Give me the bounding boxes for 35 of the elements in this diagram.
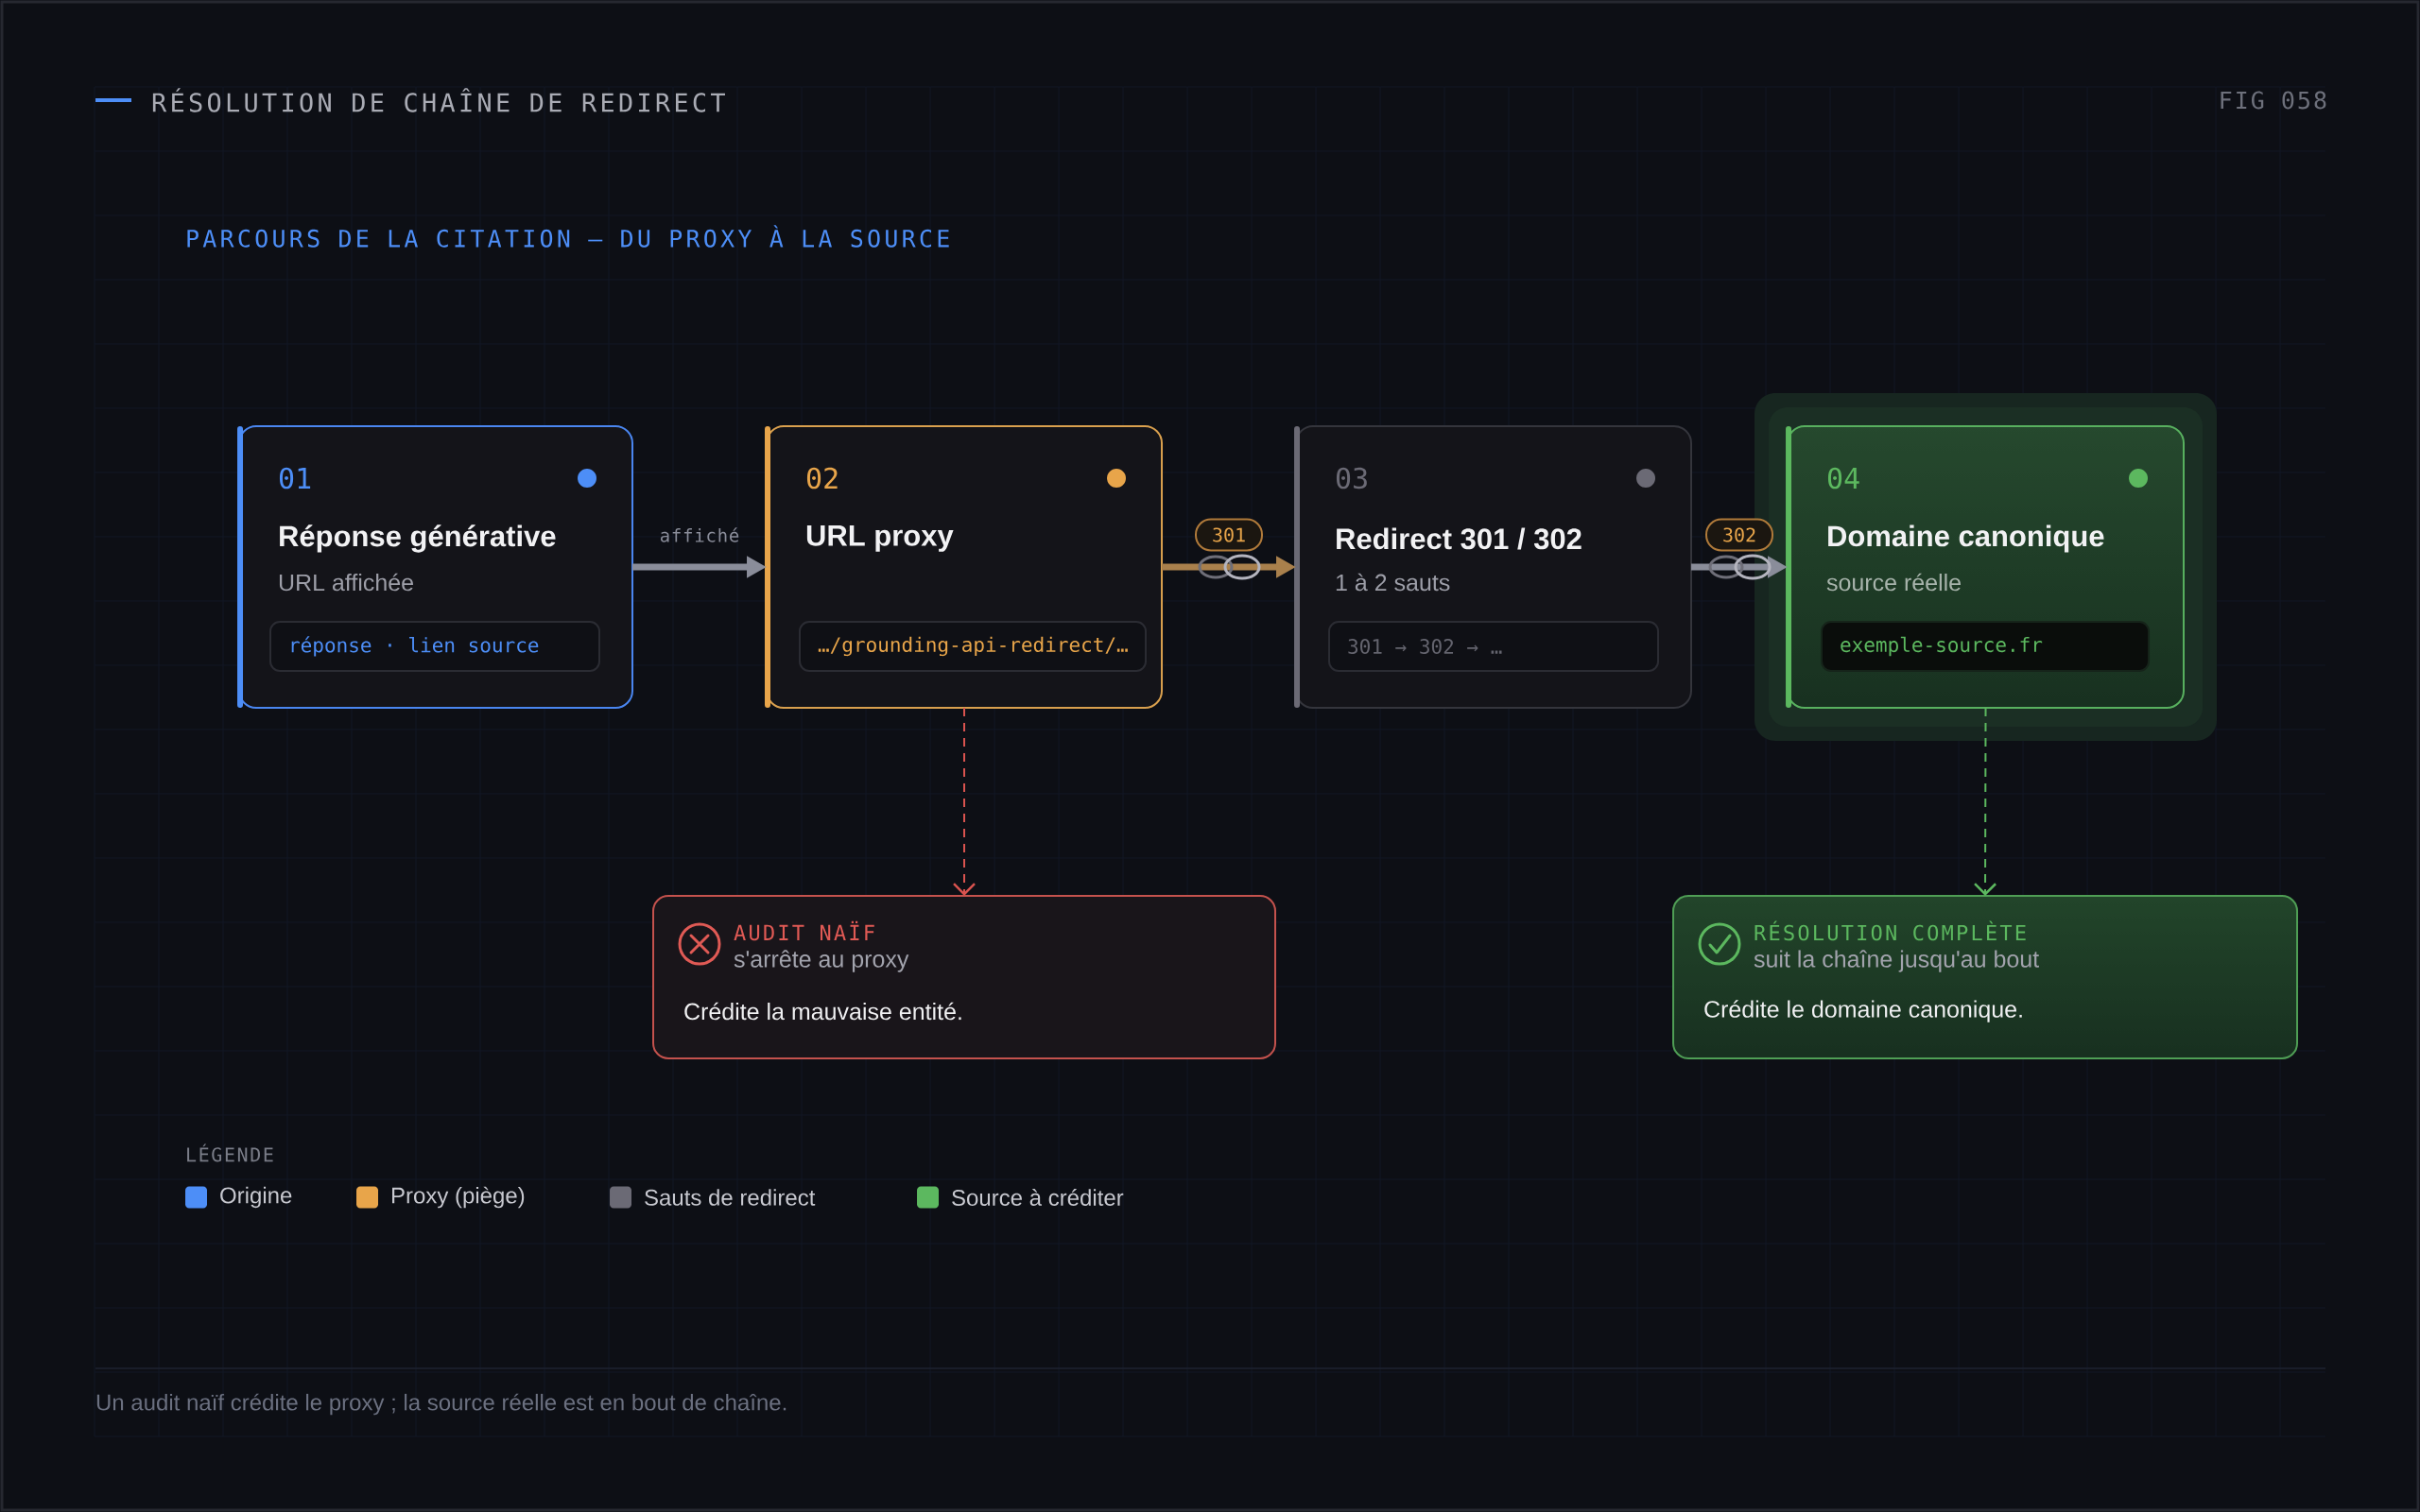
step-subtitle: URL affichée: [279, 573, 413, 592]
step-title: Réponse générative: [280, 524, 556, 553]
step-subtitle: source réelle: [1826, 573, 1961, 592]
legend-label: Source à créditer: [952, 1189, 1124, 1206]
title: RÉSOLUTION DE CHAÎNE DE REDIRECT: [152, 88, 725, 112]
callout-text: Crédite la mauvaise entité.: [684, 1002, 961, 1021]
step-subtitle: 1 à 2 sauts: [1336, 573, 1450, 592]
code-box: réponse · lien source: [269, 621, 600, 672]
edge-label: 301: [1195, 518, 1263, 552]
code-box: exemple-source.fr: [1821, 621, 2150, 672]
legend-label: Proxy (piège): [392, 1186, 525, 1209]
step-title: Domaine canonique: [1828, 524, 2104, 553]
step-title: Redirect 301 / 302: [1337, 527, 1582, 550]
edge-label: affiché: [660, 527, 739, 542]
step-title: URL proxy: [806, 525, 954, 552]
callout-text: Crédite le domaine canonique.: [1704, 1000, 2022, 1022]
callout-heading: RÉSOLUTION COMPLÈTE: [1754, 920, 2026, 941]
callout-heading: AUDIT NAÏF: [734, 920, 874, 941]
step-number: 01: [279, 467, 311, 490]
step-number: 04: [1827, 467, 1859, 490]
arrow: [1974, 707, 1996, 896]
code-box: …/grounding-api-redirect/…: [799, 621, 1147, 672]
legend-label: Origine: [220, 1186, 292, 1209]
step-number: 02: [806, 467, 838, 490]
code-box: 301 → 302 → …: [1328, 621, 1660, 672]
legend-label: Sauts de redirect: [645, 1189, 816, 1206]
arrow: [953, 707, 976, 896]
edge-label: 302: [1705, 518, 1773, 552]
callout-subtitle: suit la chaîne jusqu'au bout: [1754, 950, 2039, 972]
callout-subtitle: s'arrête au proxy: [734, 950, 909, 972]
caption: Un audit naïf crédite le proxy ; la source réelle est en bout de chaîne.: [96, 1393, 786, 1416]
legend-heading: LÉGENDE: [187, 1143, 273, 1162]
figure-number: FIG 058: [2221, 91, 2326, 110]
section-heading: PARCOURS DE LA CITATION — DU PROXY À LA SOURCE: [187, 225, 949, 248]
step-number: 03: [1336, 467, 1367, 490]
